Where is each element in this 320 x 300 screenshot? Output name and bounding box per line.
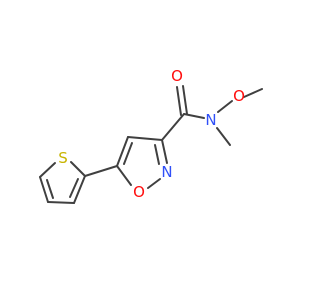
ring-nitrogen-atom: N: [161, 163, 172, 181]
carbonyl-oxygen-label: O: [171, 67, 183, 85]
bond-thio-c2-s: [70, 161, 86, 177]
methoxy-oxygen-atom: O: [233, 87, 245, 105]
bond-c5-thiophene: [84, 165, 118, 177]
bond-o-methyl: [243, 88, 263, 98]
molecule-canvas: O N O N O S: [39, 67, 263, 204]
thiophene-sulfur-atom: S: [58, 149, 68, 167]
bond-c3-n2-a: [161, 139, 168, 164]
bond-carbonyl-c-o-2: [182, 85, 188, 115]
ring-oxygen-atom: O: [133, 183, 145, 201]
bond-thio-c3-c2-a: [73, 175, 86, 204]
ring-oxygen-label: O: [133, 183, 145, 201]
bond-thio-c3-c2-b: [69, 178, 79, 198]
bond-c5-c4-a: [116, 136, 129, 167]
amide-nitrogen-atom: N: [205, 111, 216, 129]
bond-c5-c4-b: [123, 142, 133, 165]
bond-n-o-methoxy: [217, 100, 233, 113]
amide-nitrogen-label: N: [205, 111, 216, 129]
bond-carbonyl-c-o-1: [176, 86, 182, 116]
bond-carbonyl-c-c3: [161, 113, 185, 141]
structure-drawing: O N O N O S: [39, 67, 263, 204]
bond-thio-c5-c4-b: [46, 179, 54, 199]
methoxy-oxygen-label: O: [233, 87, 245, 105]
bond-thio-s-c5: [39, 162, 56, 178]
bond-n2-o1: [147, 178, 161, 189]
bond-thio-c5-c4-a: [39, 176, 49, 203]
bonds: [39, 85, 263, 204]
thiophene-sulfur-label: S: [58, 149, 68, 167]
bond-carbonyl-c-n: [183, 113, 205, 119]
bond-n-methyl: [216, 127, 231, 146]
ring-nitrogen-label: N: [161, 163, 172, 181]
carbonyl-oxygen-atom: O: [171, 67, 183, 85]
bond-thio-c4-c3: [47, 201, 75, 204]
bond-c4-c3: [127, 136, 163, 141]
atom-labels: O N O N O S: [58, 67, 245, 201]
bond-c3-n2-b: [154, 144, 160, 165]
bond-o1-c5: [116, 165, 132, 186]
